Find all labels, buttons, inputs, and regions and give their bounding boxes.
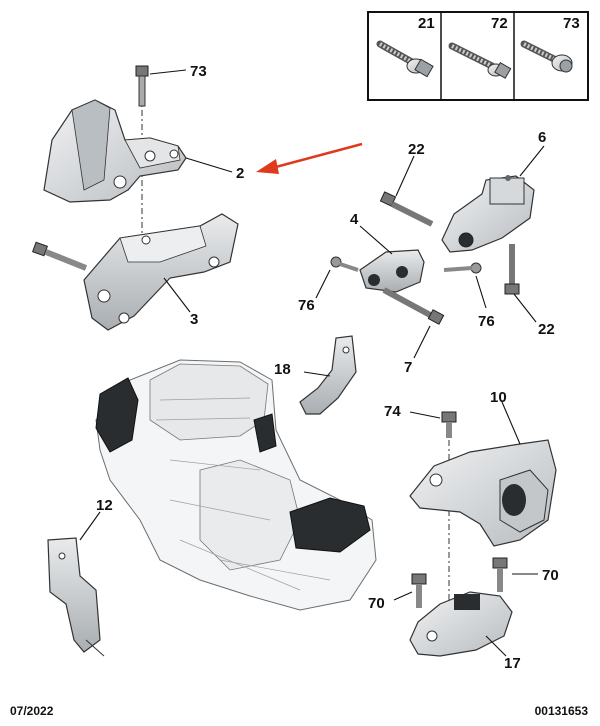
callout-22-upper: 22 [408,141,425,158]
part-2-engine-mount [43,65,187,240]
part-17-mount [409,557,513,657]
bolt-7 [382,287,445,325]
part-18-bracket [299,335,357,415]
callout-4: 4 [350,211,359,228]
flange-bolt-icon [520,40,573,73]
callout-7: 7 [404,359,412,376]
long-bolt-icon [448,42,512,79]
callout-70-right: 70 [542,567,559,584]
callout-numbers: 73 2 3 22 6 4 76 76 22 7 18 74 10 12 70 … [96,63,559,672]
legend-label-72: 72 [491,15,508,32]
part-3-bracket [32,213,239,331]
callout-3: 3 [190,311,198,328]
fastener-legend: 21 72 73 [367,11,589,101]
legend-label-21: 21 [418,15,435,32]
bolt-70-right [492,557,508,592]
part-4-mount [330,249,482,325]
part-12-bracket [47,537,105,657]
callout-22-lower: 22 [538,321,555,338]
legend-label-73: 73 [563,15,580,32]
callout-70-left: 70 [368,595,385,612]
bolt-22-upper [379,191,434,227]
engine-gearbox-assembly [95,359,377,611]
bolt-73 [135,65,149,107]
callout-17: 17 [504,655,521,672]
bolt-76-right [443,262,482,274]
callout-6: 6 [538,129,546,146]
bolt-with-washer-icon [376,40,434,78]
leader-lines [79,69,545,657]
callout-18: 18 [274,361,291,378]
callout-12: 12 [96,497,113,514]
footer-date: 07/2022 [10,704,54,718]
highlight-arrow [256,142,363,174]
bolt-76-left [330,256,359,272]
callout-2: 2 [236,165,244,182]
callout-76-right: 76 [478,313,495,330]
bolt-70-left [411,573,427,608]
part-6-mount [441,175,535,253]
bolt-74 [441,411,457,438]
callout-74: 74 [384,403,401,420]
callout-10: 10 [490,389,507,406]
bolt-3 [32,241,88,271]
footer-reference: 00131653 [534,704,588,718]
bolt-22-lower [504,244,520,295]
callout-76-left: 76 [298,297,315,314]
part-10-bracket [409,411,557,612]
callout-73: 73 [190,63,207,80]
